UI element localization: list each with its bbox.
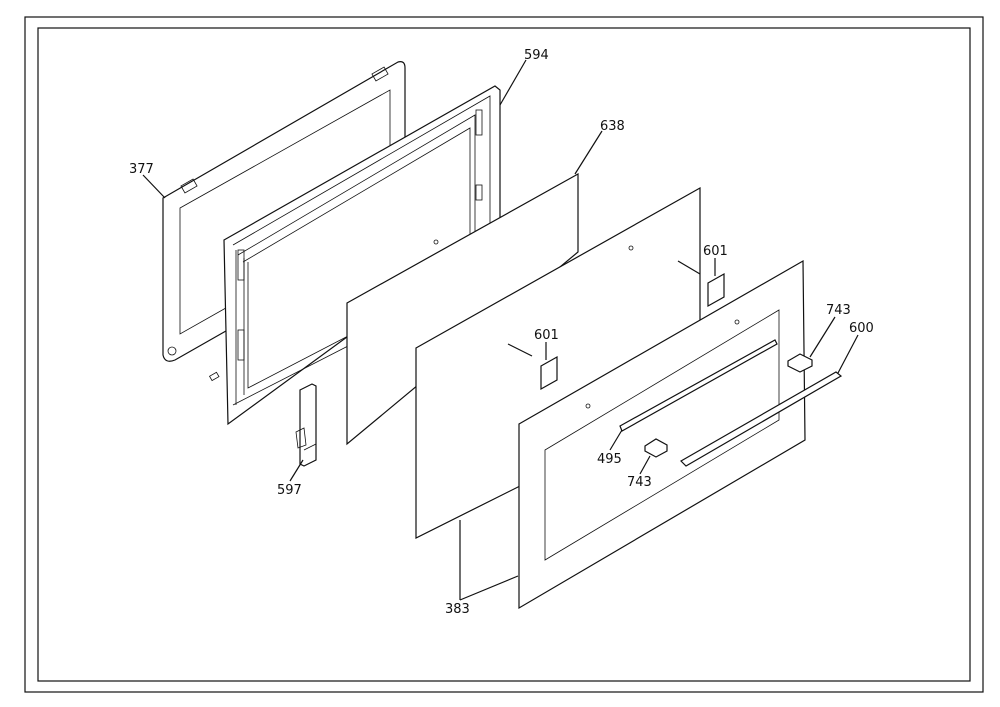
bracket-part-center xyxy=(644,438,668,458)
leader-377 xyxy=(142,174,166,199)
leader-597 xyxy=(289,459,304,482)
outer-border xyxy=(24,16,984,693)
callout-638: 638 xyxy=(600,119,625,134)
rod-part xyxy=(619,339,778,432)
callout-601-upper: 601 xyxy=(703,244,728,259)
handle-bar-part xyxy=(680,371,843,467)
callout-743-center: 743 xyxy=(627,475,652,490)
callout-377: 377 xyxy=(129,162,154,177)
hinge-part xyxy=(295,383,317,467)
callout-743-right: 743 xyxy=(826,303,851,318)
leader-743a xyxy=(809,316,836,358)
leader-743b xyxy=(639,455,651,475)
callout-383: 383 xyxy=(445,602,470,617)
front-glass-panel-part xyxy=(518,259,806,610)
bracket-part-right xyxy=(787,353,813,373)
inner-border xyxy=(37,27,971,682)
middle-glass-part xyxy=(346,172,579,446)
leader-638 xyxy=(574,130,603,175)
callout-597: 597 xyxy=(277,483,302,498)
leader-600 xyxy=(837,334,859,374)
door-frame-part xyxy=(223,85,501,426)
callout-600: 600 xyxy=(849,321,874,336)
clip-part-upper xyxy=(677,260,725,308)
leader-594 xyxy=(499,59,527,106)
callout-601-lower: 601 xyxy=(534,328,559,343)
callout-495: 495 xyxy=(597,452,622,467)
leader-495 xyxy=(609,429,623,451)
leader-383b xyxy=(459,575,519,601)
clip-part-lower xyxy=(507,343,558,391)
callout-594: 594 xyxy=(524,48,549,63)
